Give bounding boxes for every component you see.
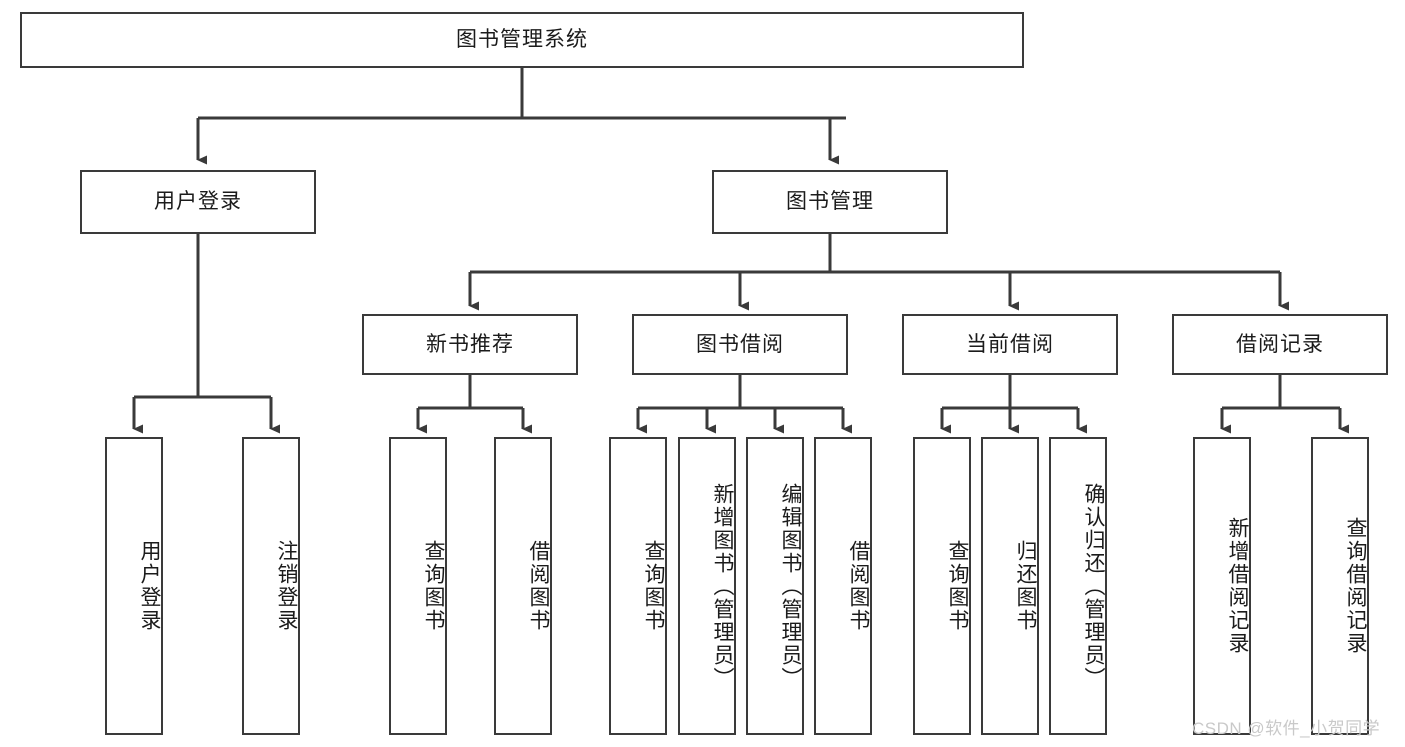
leaf-current-borrow-confirm-return-admin[interactable]: 确认归还（管理员） — [1049, 437, 1107, 735]
node-label: 注销登录 — [275, 540, 298, 632]
node-book-management[interactable]: 图书管理 — [712, 170, 948, 234]
node-label: 图书管理系统 — [456, 28, 588, 52]
node-label: 归还图书 — [1014, 540, 1037, 632]
node-book-borrow[interactable]: 图书借阅 — [632, 314, 848, 375]
node-label: 图书借阅 — [696, 332, 784, 356]
node-label: 编辑图书（管理员） — [779, 482, 802, 690]
node-label: 借阅记录 — [1236, 332, 1324, 356]
node-label: 新书推荐 — [426, 332, 514, 356]
leaf-book-borrow-query-book[interactable]: 查询图书 — [609, 437, 667, 735]
leaf-current-borrow-query-book[interactable]: 查询图书 — [913, 437, 971, 735]
leaf-user-login-login[interactable]: 用户登录 — [105, 437, 163, 735]
node-label: 用户登录 — [154, 190, 242, 214]
leaf-book-borrow-add-book-admin[interactable]: 新增图书（管理员） — [678, 437, 736, 735]
node-label: 确认归还（管理员） — [1082, 482, 1105, 690]
leaf-user-login-logout[interactable]: 注销登录 — [242, 437, 300, 735]
leaf-new-book-borrow-book[interactable]: 借阅图书 — [494, 437, 552, 735]
node-label: 查询图书 — [946, 540, 969, 632]
node-label: 查询借阅记录 — [1344, 517, 1367, 655]
node-label: 查询图书 — [642, 540, 665, 632]
node-current-borrow[interactable]: 当前借阅 — [902, 314, 1118, 375]
leaf-current-borrow-return-book[interactable]: 归还图书 — [981, 437, 1039, 735]
csdn-watermark: CSDN @软件_小贺同学 — [1192, 719, 1381, 738]
node-user-login[interactable]: 用户登录 — [80, 170, 316, 234]
leaf-borrow-record-add-record[interactable]: 新增借阅记录 — [1193, 437, 1251, 735]
node-root-book-management-system[interactable]: 图书管理系统 — [20, 12, 1024, 68]
node-label: 借阅图书 — [527, 540, 550, 632]
node-label: 用户登录 — [138, 540, 161, 632]
node-label: 借阅图书 — [847, 540, 870, 632]
node-new-book-recommend[interactable]: 新书推荐 — [362, 314, 578, 375]
node-label: 新增借阅记录 — [1226, 517, 1249, 655]
node-label: 新增图书（管理员） — [711, 482, 734, 690]
leaf-borrow-record-query-record[interactable]: 查询借阅记录 — [1311, 437, 1369, 735]
node-borrow-record[interactable]: 借阅记录 — [1172, 314, 1388, 375]
node-label: 查询图书 — [422, 540, 445, 632]
leaf-book-borrow-borrow-book[interactable]: 借阅图书 — [814, 437, 872, 735]
leaf-book-borrow-edit-book-admin[interactable]: 编辑图书（管理员） — [746, 437, 804, 735]
node-label: 图书管理 — [786, 190, 874, 214]
leaf-new-book-query-book[interactable]: 查询图书 — [389, 437, 447, 735]
node-label: 当前借阅 — [966, 332, 1054, 356]
